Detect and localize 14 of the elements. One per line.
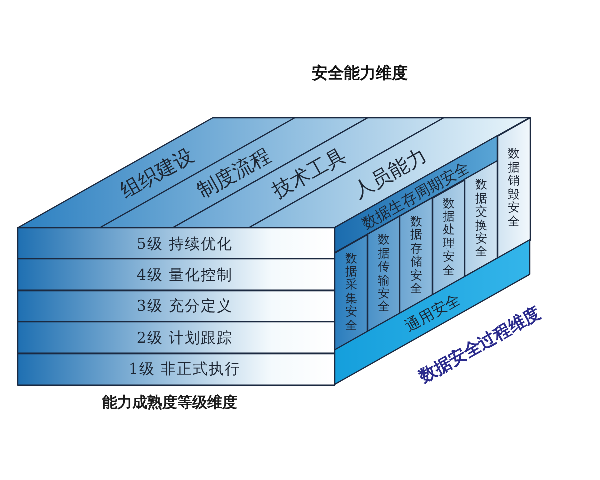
level-label: 2级 计划跟踪 bbox=[136, 330, 234, 346]
process-label: 数据处理安全 bbox=[442, 197, 456, 278]
process-label: 数据销毁安全 bbox=[507, 148, 520, 229]
process-label: 数据采集安全 bbox=[344, 252, 358, 333]
process-label: 数据传输安全 bbox=[377, 234, 390, 315]
axis-label: 安全能力维度 bbox=[312, 64, 408, 84]
capability-label: 组织建设 bbox=[116, 144, 197, 202]
level-label: 3级 充分定义 bbox=[136, 298, 234, 315]
process-label: 数据交换安全 bbox=[474, 178, 488, 260]
process-label: 数据存储安全 bbox=[410, 216, 423, 296]
level-label: 5级 持续优化 bbox=[136, 235, 234, 252]
level-label: 4级 量化控制 bbox=[136, 266, 234, 284]
axis-label: 能力成熟度等级维度 bbox=[102, 394, 238, 412]
level-label: 1级 非正式执行 bbox=[128, 361, 242, 378]
